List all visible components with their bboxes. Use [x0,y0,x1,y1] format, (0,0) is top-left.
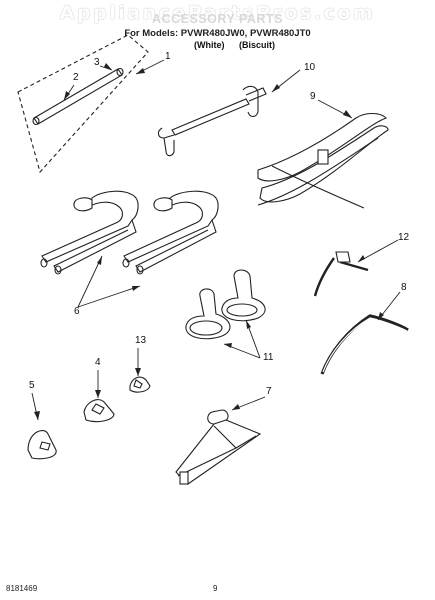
leader-arrowheads [34,63,384,420]
callout-4: 4 [95,357,101,368]
callout-11: 11 [263,352,274,363]
footer-page: 9 [213,584,218,593]
callout-3: 3 [94,57,100,68]
part-rod-assembly [17,34,149,174]
callout-6: 6 [74,306,80,317]
part-hook-small [313,251,369,297]
diagram-title: ACCESSORY PARTS [152,12,283,26]
footer-code: 8181469 [6,584,38,593]
model-numbers: For Models: PVWR480JW0, PVWR480JT0 [124,28,311,39]
callout-8: 8 [401,282,407,293]
callout-2: 2 [73,72,79,83]
callout-12: 12 [398,232,410,243]
part-feet [27,376,151,460]
callout-7: 7 [266,386,272,397]
variant-white: (White) [194,40,225,50]
part-hanger [175,409,262,485]
callout-10: 10 [304,62,316,73]
watermark: AppliancePartsPros.com [59,2,376,24]
part-rod-v [320,314,409,375]
callout-9: 9 [310,91,316,102]
part-wire-rack [257,112,389,209]
callout-1: 1 [165,51,171,62]
callout-13: 13 [135,335,147,346]
part-hanger-stick [157,85,267,157]
part-drawer-handles [40,190,219,275]
part-clips [185,269,266,340]
callout-5: 5 [29,380,35,391]
variant-biscuit: (Biscuit) [239,40,275,50]
